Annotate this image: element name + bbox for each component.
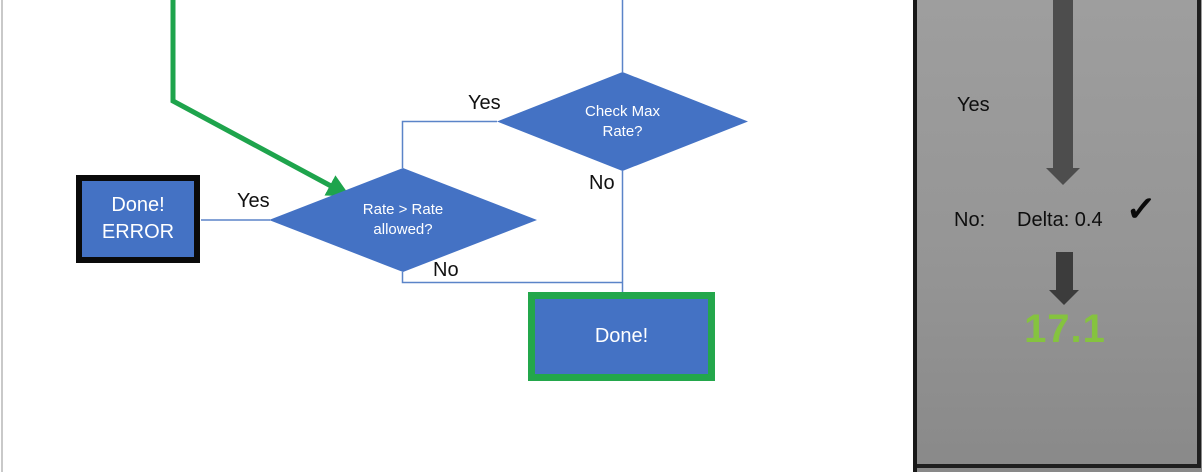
connector-checkmax-yes xyxy=(401,120,497,168)
result-value: 17.1 xyxy=(1024,307,1106,351)
done-error-box-text-line1: Done! xyxy=(111,194,165,216)
panel-yes-label: Yes xyxy=(957,94,990,116)
panel-bottom-border xyxy=(917,464,1198,468)
panel-no-label: No: xyxy=(954,209,986,231)
down-arrow-icon-head xyxy=(1046,168,1080,185)
edge-label-checkmax-yes: Yes xyxy=(468,92,501,114)
done-box: Done! xyxy=(528,292,715,381)
slide-left-edge-line xyxy=(1,0,3,472)
down-arrow-icon-2-head xyxy=(1049,290,1079,305)
panel-right-border xyxy=(1197,0,1201,468)
edge-label-checkmax-no: No xyxy=(589,172,615,194)
checkmark-icon: ✓ xyxy=(1124,187,1158,230)
down-arrow-icon-2 xyxy=(1056,252,1073,290)
done-error-box: Done! ERROR xyxy=(76,175,200,263)
green-flow-arrow xyxy=(170,0,351,197)
edge-label-rateallowed-no: No xyxy=(433,259,459,281)
down-arrow-icon xyxy=(1053,0,1073,168)
decision-check-max-rate-text-line2: Rate? xyxy=(602,122,643,140)
edge-label-rateallowed-yes: Yes xyxy=(237,190,270,212)
connector-layer xyxy=(170,0,624,292)
connector-rateallowed-no xyxy=(401,272,623,284)
decision-check-max-rate-text-line1: Check Max xyxy=(584,102,661,120)
done-box-text: Done! xyxy=(594,325,649,347)
decision-rate-allowed-text-line2: allowed? xyxy=(373,221,433,238)
panel-left-border xyxy=(913,0,917,472)
decision-rate-allowed-text-line1: Rate > Rate xyxy=(362,201,444,218)
panel-delta-value: Delta: 0.4 xyxy=(1017,209,1103,231)
side-annotation-panel: Yes No: Delta: 0.4 ✓ 17.1 xyxy=(913,0,1202,472)
done-error-box-text-line2: ERROR xyxy=(101,221,175,243)
